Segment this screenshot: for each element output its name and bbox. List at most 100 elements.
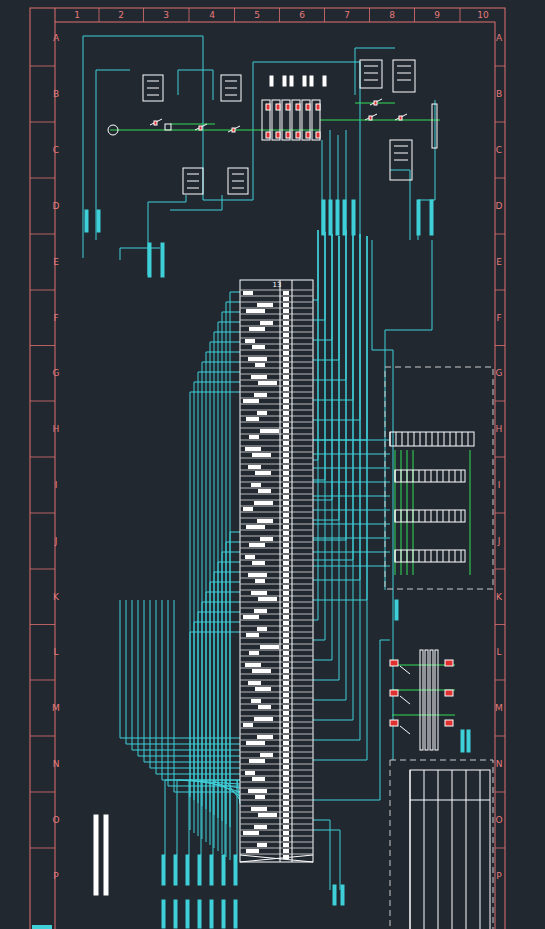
wire [313,234,360,740]
terminal-row [240,572,313,573]
terminal-row [240,308,313,309]
terminal-text-mark [283,549,289,553]
terminal-row [240,500,313,501]
relay-contact [394,153,408,154]
terminal-text-mark [283,711,289,715]
row-letter: E [53,257,59,267]
grid-tick [495,624,505,625]
terminal-row [240,638,313,639]
terminal-marker [234,855,237,885]
terminal-row [240,434,313,435]
wire [174,600,175,792]
row-letter: N [496,759,503,769]
terminal-row [240,842,313,843]
terminal-text-mark [254,825,267,829]
terminal-row [240,356,313,357]
breaker-mark [445,660,453,666]
strip-cell [395,470,396,482]
wire [206,592,240,809]
strip-cell [443,470,444,482]
strip-cell [407,550,408,562]
wire [170,124,215,125]
terminal-row [240,728,313,729]
terminal-text-mark [254,609,267,613]
fuse-mark [306,104,310,110]
terminal-divider [292,280,293,862]
terminal-text-mark [283,429,289,433]
terminal-text-mark [245,447,261,451]
wire [313,230,346,700]
terminal-text-mark [283,387,289,391]
terminal-text-mark [251,807,267,811]
terminal-text-mark [283,447,289,451]
grid-tick [30,680,55,681]
terminal-marker [329,200,332,235]
terminal-text-mark [283,813,289,817]
grid-tick [30,457,55,458]
fuse-mark [296,132,300,138]
relay-box [183,168,203,194]
switch-mark [369,116,372,120]
strip-cell [413,550,414,562]
breaker-contact [400,696,410,704]
relay-contact [394,160,408,161]
wire [313,236,367,760]
row-letter: P [53,871,58,881]
strip-cell [437,550,438,562]
wire [202,602,240,806]
terminal-text-mark [257,735,273,739]
relay-contact [397,66,411,67]
terminal-text-mark [283,609,289,613]
terminal-text-mark [283,831,289,835]
fuse-mark [266,104,270,110]
terminal-text-mark [251,375,267,379]
wire [156,600,157,774]
terminal-row [240,662,313,663]
title-table [410,770,490,929]
terminal-row [240,452,313,453]
terminal-row [240,608,313,609]
switch-mark [232,128,235,132]
grid-tick [495,401,505,402]
wire [138,600,139,756]
strip-cell [437,510,438,522]
terminal-marker [222,900,225,928]
terminal-text-mark [283,765,289,769]
terminal-marker [210,900,213,928]
table-line [410,800,490,801]
terminal-text-mark [283,795,289,799]
busbar [425,650,428,750]
column-number: 10 [477,10,488,20]
grid-tick [495,680,505,681]
relay-contact [147,81,159,82]
strip-cell [455,470,456,482]
wire [225,780,226,855]
strip-cell [425,510,426,522]
relay-contact [187,174,199,175]
wire [190,392,240,830]
terminal-text-mark [243,399,259,403]
terminal-text-mark [283,363,289,367]
terminal-row [240,422,313,423]
grid-tick [30,345,55,346]
terminal-text-mark [283,495,289,499]
grid-tick [30,234,55,235]
terminal-marker [161,243,164,277]
terminal-text-mark [283,519,289,523]
wire [320,120,440,121]
terminal-row [240,836,313,837]
relay-box [143,75,163,101]
terminal-text-mark [283,723,289,727]
switch-contact [365,114,377,120]
row-letter: E [496,257,502,267]
grid-tick [495,569,505,570]
strip-cell [419,550,420,562]
terminal-row [240,338,313,339]
terminal-row [240,644,313,645]
terminal-row [240,302,313,303]
terminal-row [240,518,313,519]
terminal-row [240,722,313,723]
terminal-text-mark [283,789,289,793]
row-letter: J [55,536,58,546]
switch-contact [395,114,407,120]
